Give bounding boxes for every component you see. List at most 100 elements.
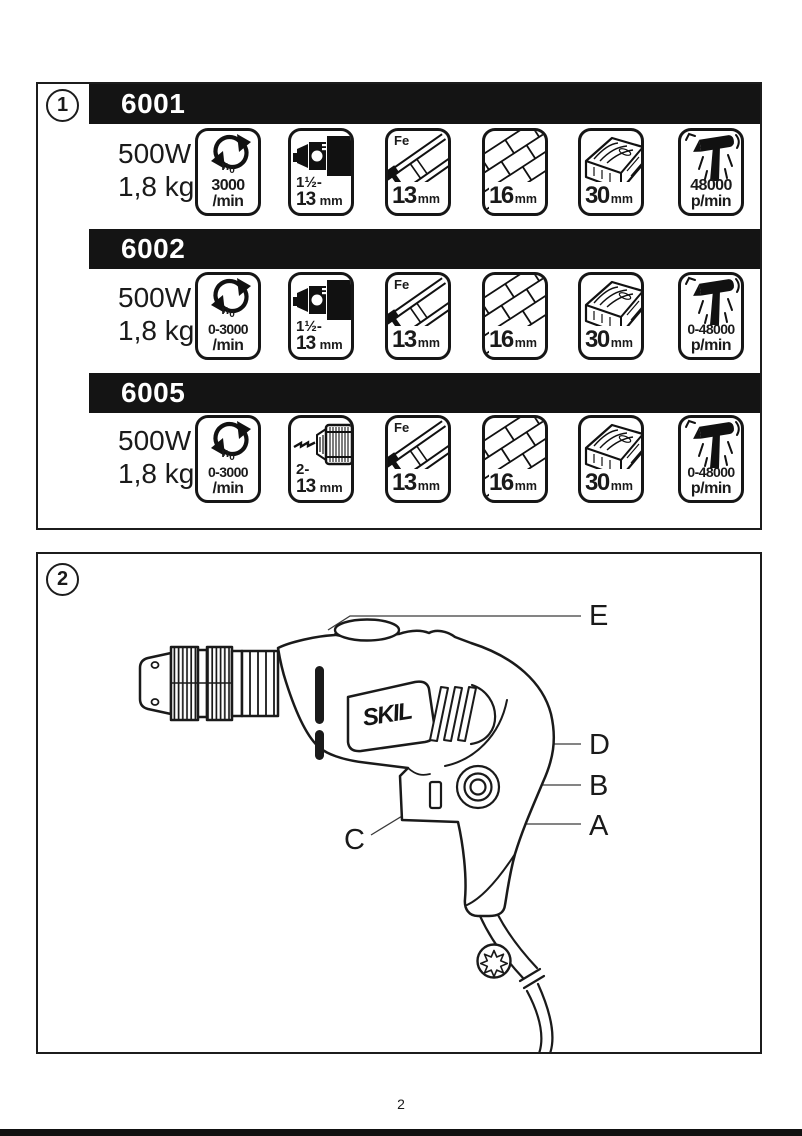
masonry-capacity: 16 [489,182,514,209]
direction-switch [455,764,501,810]
page-number: 2 [397,1096,405,1112]
model-header: 6005 [89,373,760,413]
power-cord [478,913,554,1058]
vent-slot [315,730,324,760]
hammer-icon [685,276,741,325]
speed-unit: /min [212,193,244,210]
wood-capacity: 30 [585,326,610,353]
power-rating: 500W [118,282,192,313]
leader-E [327,615,581,631]
lock-button [428,780,443,810]
model-name: 6002 [121,233,186,264]
power-rating: 500W [118,138,192,169]
speed-symbol: n0 [221,158,235,176]
vent-slot [315,666,324,724]
impact-unit: p/min [690,337,732,354]
wood-block-icon [584,136,641,192]
steel-capacity: 13 [392,469,417,496]
speed-symbol: n0 [221,445,235,463]
part-label-c: C [344,824,365,856]
impact-rate-icon: 48000 p/min [678,128,744,216]
impact-rate-icon: 0-48000 p/min [678,415,744,503]
material-steel-label: Fe [393,133,411,148]
wood-block-icon [584,423,641,479]
material-steel-label: Fe [393,420,411,435]
drill-illustration: SKIL E D B A C [138,600,610,1058]
air-vent [457,686,477,742]
part-label-b: B [589,770,608,802]
chuck-range-min: 2- [296,461,310,478]
housing-seam [469,683,497,746]
weight: 1,8 kg [118,171,195,202]
speed-symbol: n0 [221,302,235,320]
speed-unit: /min [212,337,244,354]
model-header: 6002 [89,229,760,269]
speed-value: 3000 [211,177,245,194]
wood-capacity: 30 [585,182,610,209]
part-label-a: A [589,810,609,842]
weight: 1,8 kg [118,315,195,346]
power-rating: 500W [118,425,192,456]
figure-2-number: 2 [46,563,79,596]
keyed-chuck-icon [293,136,351,176]
impact-rate-icon: 0-48000 p/min [678,272,744,360]
speed-value: 0-3000 [208,321,249,337]
speed-value: 0-3000 [208,464,249,480]
grip-seam [444,699,508,767]
air-vent [429,686,449,742]
figure-1-number: 1 [46,89,79,122]
steel-capacity: 13 [392,326,417,353]
chuck [138,645,280,722]
part-label-e: E [589,600,608,632]
no-load-speed-icon: n0 0-3000 /min [195,272,261,360]
power-weight: 500W 1,8 kg [118,281,194,347]
model-header: 6001 [89,84,760,124]
chuck-capacity-icon: 2- 13 mm [288,415,354,503]
masonry-capacity: 16 [489,469,514,496]
impact-value: 0-48000 [687,321,735,337]
keyed-chuck-icon [293,280,351,320]
impact-value: 48000 [690,177,732,194]
rotation-arrows-icon [211,134,251,170]
power-weight: 500W 1,8 kg [118,424,194,490]
figure-2-part-diagram: 2 [36,552,762,1058]
trigger-detail [407,767,431,776]
figure-number-text: 1 [56,94,69,116]
chuck-range-min: 1½- [296,174,322,191]
air-vent [443,686,463,742]
weight: 1,8 kg [118,458,195,489]
part-label-d: D [589,729,610,761]
starburst-symbol [476,943,512,979]
steel-capacity: 13 [392,182,417,209]
keyless-chuck-drill-bit-icon [293,423,351,466]
speed-dial-button [333,618,401,642]
hammer-icon [685,419,741,468]
material-steel-label: Fe [393,277,411,292]
wood-block-icon [584,280,641,336]
power-weight: 500W 1,8 kg [118,137,194,203]
rotation-arrows-icon [211,421,251,457]
chuck-capacity-icon: 1½- 13 mm [288,272,354,360]
no-load-speed-icon: n0 3000 /min [195,128,261,216]
no-load-speed-icon: n0 0-3000 /min [195,415,261,503]
rotation-arrows-icon [211,278,251,314]
figure-1-specifications: 1 6001 500W 1,8 kg n0 3000 /min [36,82,762,530]
figure-number-text: 2 [56,568,69,590]
impact-value: 0-48000 [687,464,735,480]
model-name: 6001 [121,88,186,119]
wood-capacity: 30 [585,469,610,496]
chuck-range-min: 1½- [296,318,322,335]
speed-unit: /min [212,480,244,497]
model-name: 6005 [121,377,186,408]
impact-unit: p/min [690,480,732,497]
